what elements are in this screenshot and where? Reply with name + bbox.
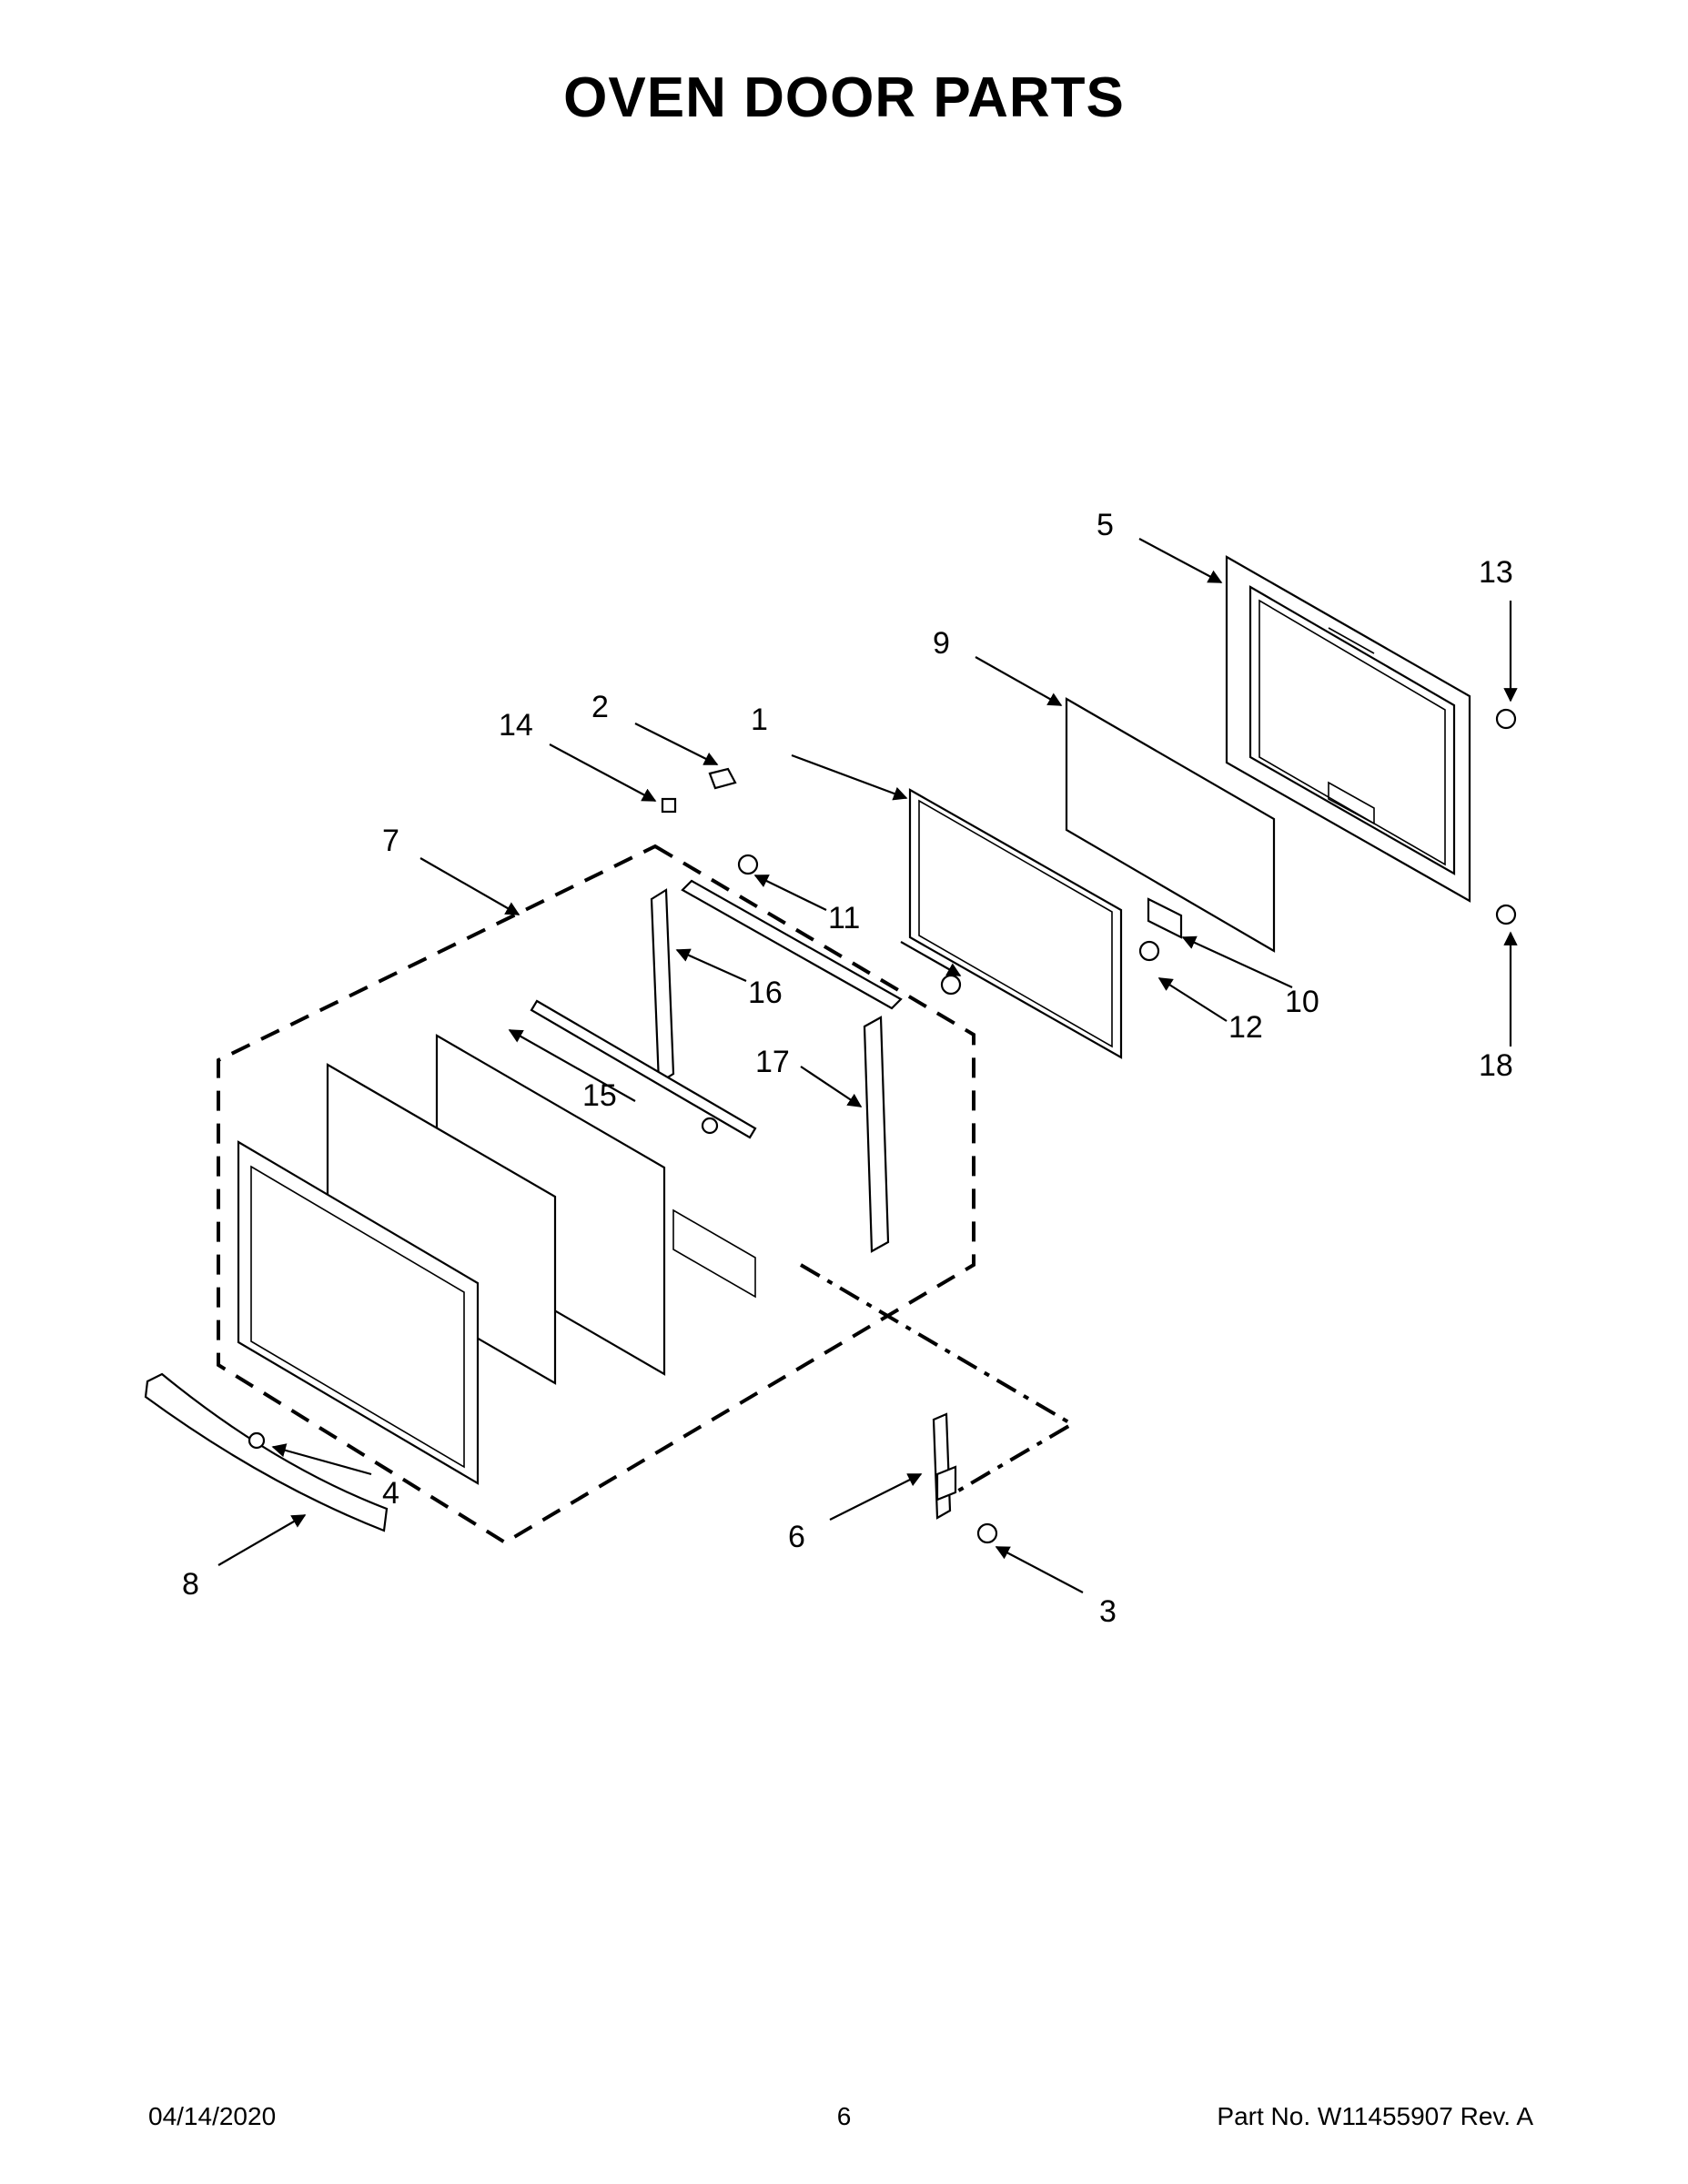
- callout-9: 9: [933, 626, 950, 661]
- callout-1: 1: [751, 703, 768, 737]
- callout-2: 2: [591, 690, 609, 724]
- callout-12: 12: [1228, 1010, 1263, 1045]
- hinge-part: [932, 1412, 957, 1520]
- callout-18: 18: [1479, 1048, 1513, 1083]
- page-title: OVEN DOOR PARTS: [563, 66, 1125, 129]
- callout-8: 8: [182, 1567, 199, 1602]
- callout-7: 7: [382, 824, 399, 858]
- glass-panel-part: [1065, 697, 1276, 953]
- callout-3: 3: [1099, 1594, 1117, 1629]
- callout-13: 13: [1479, 555, 1513, 590]
- left-side-channel-part: [650, 879, 903, 1085]
- callout-labels: 5 13 9 2 1 14 7 11 16 10 12 18 17 15 4 6…: [182, 508, 1513, 1629]
- callout-16: 16: [748, 976, 783, 1010]
- callout-11: 11: [828, 901, 860, 935]
- callout-6: 6: [788, 1520, 805, 1554]
- footer-part-number: Part No. W11455907 Rev. A: [1217, 2102, 1533, 2130]
- bracket-part: [1147, 897, 1183, 939]
- door-handle-part: [144, 1372, 389, 1532]
- middle-glass-part: [326, 1063, 557, 1385]
- outer-door-panel-part: [237, 1140, 480, 1485]
- callout-14: 14: [499, 708, 533, 743]
- inner-door-frame-part: [1225, 555, 1471, 903]
- callout-17: 17: [755, 1045, 790, 1079]
- right-side-channel-part: [863, 1016, 890, 1253]
- callout-5: 5: [1097, 508, 1114, 542]
- screw-items: [248, 708, 1517, 1544]
- hinge-path-line: [799, 1263, 1076, 1494]
- door-frame-part: [908, 788, 1123, 1059]
- leader-lines: [217, 538, 1518, 1593]
- callout-10: 10: [1285, 985, 1319, 1019]
- footer-page-number: 6: [836, 2102, 852, 2130]
- callout-15: 15: [582, 1078, 617, 1113]
- callout-4: 4: [382, 1476, 399, 1511]
- footer-date: 04/14/2020: [148, 2102, 277, 2130]
- door-assembly-boundary: [217, 844, 975, 1545]
